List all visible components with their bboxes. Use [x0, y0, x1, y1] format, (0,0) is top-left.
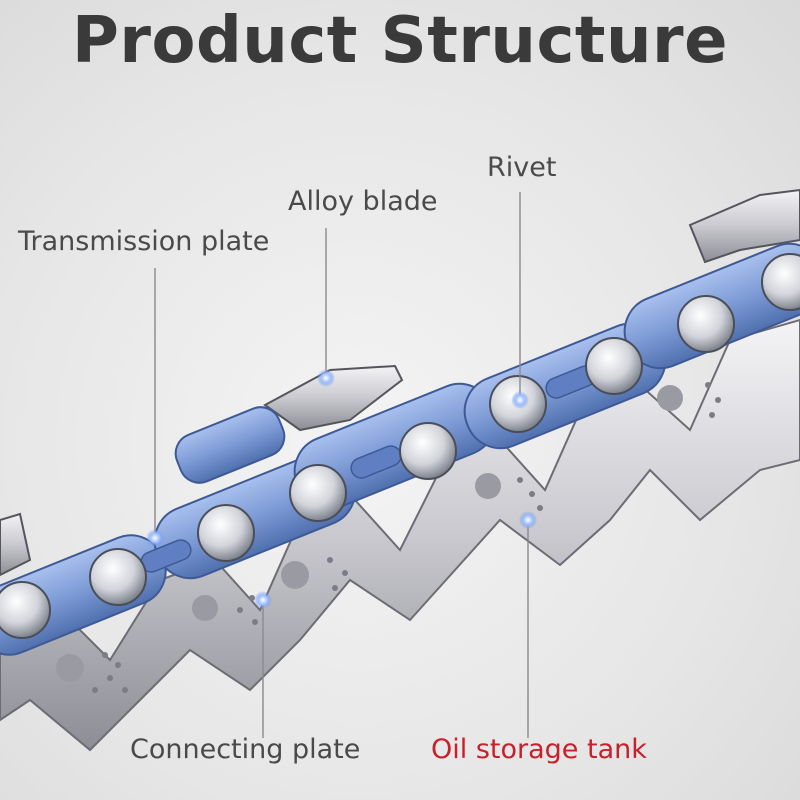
page-title: Product Structure	[72, 4, 728, 78]
rivets	[0, 253, 800, 639]
label-alloy-blade: Alloy blade	[288, 186, 438, 217]
marker-dots	[146, 369, 537, 609]
label-connecting-plate: Connecting plate	[130, 734, 361, 765]
leader-lines	[154, 192, 529, 738]
label-rivet: Rivet	[487, 152, 557, 183]
label-oil-storage-tank: Oil storage tank	[431, 734, 647, 765]
alloy-blades	[0, 188, 800, 577]
connecting-plates	[0, 318, 800, 752]
label-transmission-plate: Transmission plate	[18, 226, 270, 257]
